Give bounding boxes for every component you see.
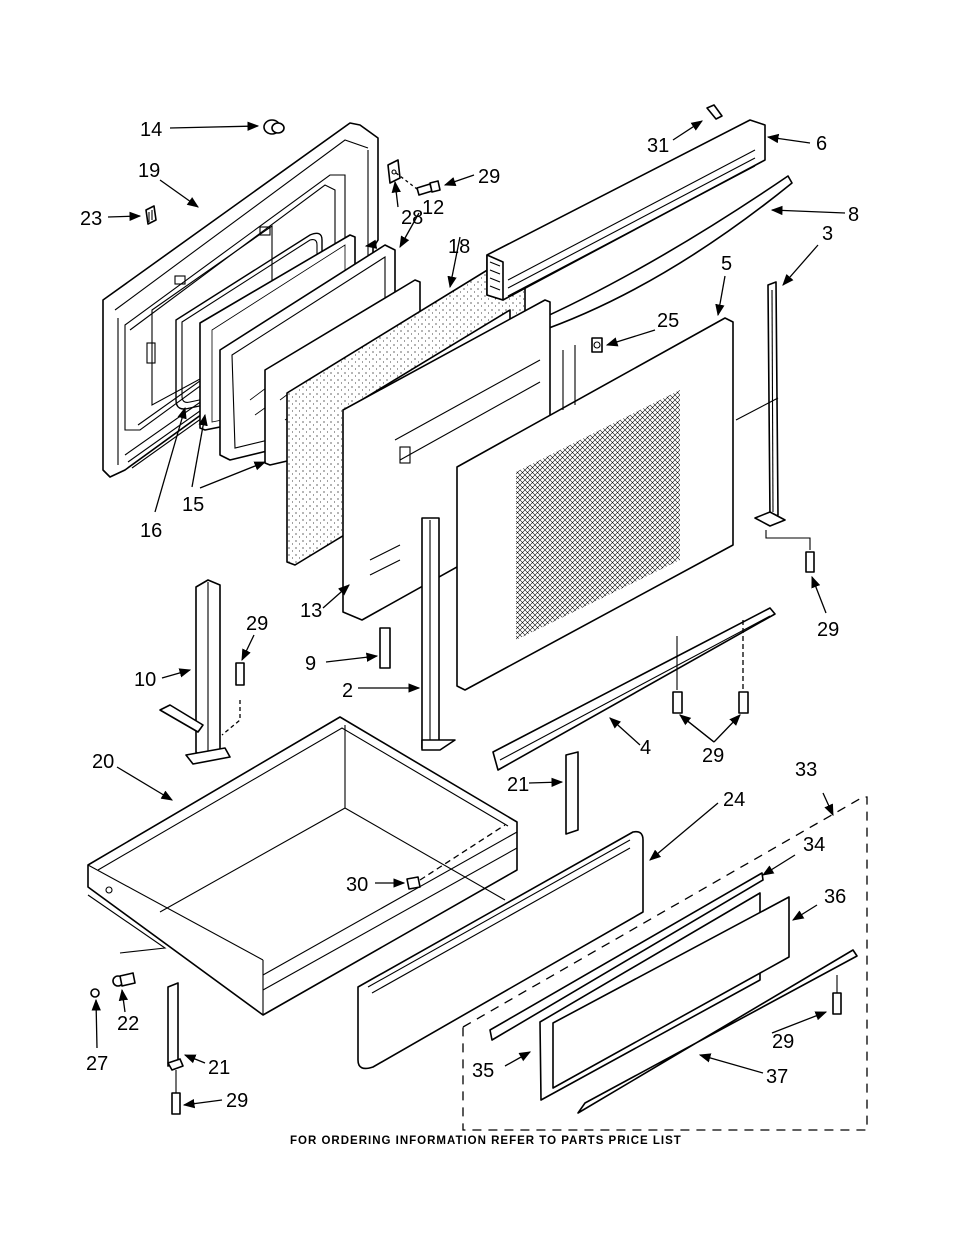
callout-31: 31 — [647, 135, 669, 157]
part-vent-trim[interactable] — [486, 119, 766, 301]
callout-22: 22 — [117, 1013, 139, 1035]
callout-21: 21 — [208, 1057, 230, 1079]
ordering-info-note: FOR ORDERING INFORMATION REFER TO PARTS … — [290, 1135, 682, 1147]
callout-16: 16 — [140, 520, 162, 542]
callout-21: 21 — [507, 774, 529, 796]
callout-14: 14 — [140, 119, 162, 141]
callout-15: 15 — [182, 494, 204, 516]
callout-5: 5 — [721, 253, 732, 275]
callout-30: 30 — [346, 874, 368, 896]
part-drawer-slide-bracket-upper[interactable] — [565, 751, 579, 835]
part-screws-bottom-trim[interactable] — [672, 691, 749, 714]
part-handle-bracket[interactable] — [591, 337, 603, 353]
part-bottom-trim[interactable] — [577, 949, 858, 1114]
part-drawer-front[interactable] — [357, 830, 644, 1070]
callout-29: 29 — [702, 745, 724, 767]
part-screw-upper[interactable] — [395, 172, 441, 196]
callout-27: 27 — [86, 1053, 108, 1075]
callout-12: 12 — [422, 197, 444, 219]
callout-33: 33 — [795, 759, 817, 781]
part-door-clip[interactable] — [145, 205, 157, 225]
callout-24: 24 — [723, 789, 745, 811]
part-screw-top[interactable] — [706, 104, 723, 120]
callout-20: 20 — [92, 751, 114, 773]
callout-29: 29 — [246, 613, 268, 635]
part-washer[interactable] — [90, 988, 100, 998]
part-outer-door-panel[interactable] — [456, 317, 734, 691]
callout-29: 29 — [478, 166, 500, 188]
part-screw-hinge[interactable] — [221, 662, 245, 736]
callout-labels: 14 19 23 29 28 12 18 16 15 31 6 8 3 5 25… — [80, 119, 859, 1112]
callout-3: 3 — [822, 223, 833, 245]
part-panel[interactable] — [552, 896, 790, 1089]
callout-23: 23 — [80, 208, 102, 230]
part-drawer-body[interactable] — [87, 716, 518, 1016]
part-top-trim[interactable] — [489, 872, 764, 1041]
callout-36: 36 — [824, 886, 846, 908]
part-door-handle[interactable] — [531, 175, 793, 334]
part-spacer[interactable] — [379, 627, 391, 669]
callout-28: 28 — [401, 207, 423, 229]
part-door-side-trim-right[interactable] — [735, 281, 786, 527]
callout-34: 34 — [803, 834, 825, 856]
part-door-side-trim-left[interactable] — [421, 517, 456, 751]
callout-18: 18 — [448, 236, 470, 258]
callout-13: 13 — [300, 600, 322, 622]
callout-4: 4 — [640, 737, 651, 759]
callout-25: 25 — [657, 310, 679, 332]
callout-29: 29 — [817, 619, 839, 641]
leader-lines — [91, 120, 846, 1109]
callout-8: 8 — [848, 204, 859, 226]
callout-2: 2 — [342, 680, 353, 702]
part-screw-drawer[interactable] — [406, 824, 506, 890]
part-hinge-receiver[interactable] — [159, 579, 231, 765]
callout-29: 29 — [772, 1031, 794, 1053]
part-drawer-panel-kit[interactable] — [462, 796, 868, 1131]
callout-19: 19 — [138, 160, 160, 182]
part-drawer-slide-bracket-lower[interactable] — [167, 982, 184, 1071]
part-door-bumper[interactable] — [263, 119, 285, 135]
part-door-bottom-trim[interactable] — [492, 607, 776, 771]
part-screw-side-trim[interactable] — [765, 530, 815, 573]
part-screw-kit[interactable] — [832, 975, 842, 1015]
callout-35: 35 — [472, 1060, 494, 1082]
part-drawer-roller[interactable] — [112, 972, 136, 987]
callout-10: 10 — [134, 669, 156, 691]
callout-29: 29 — [226, 1090, 248, 1112]
part-screw-drawer-bracket[interactable] — [171, 1070, 181, 1115]
callout-9: 9 — [305, 653, 316, 675]
callout-37: 37 — [766, 1066, 788, 1088]
callout-6: 6 — [816, 133, 827, 155]
part-bracket[interactable] — [387, 159, 401, 184]
